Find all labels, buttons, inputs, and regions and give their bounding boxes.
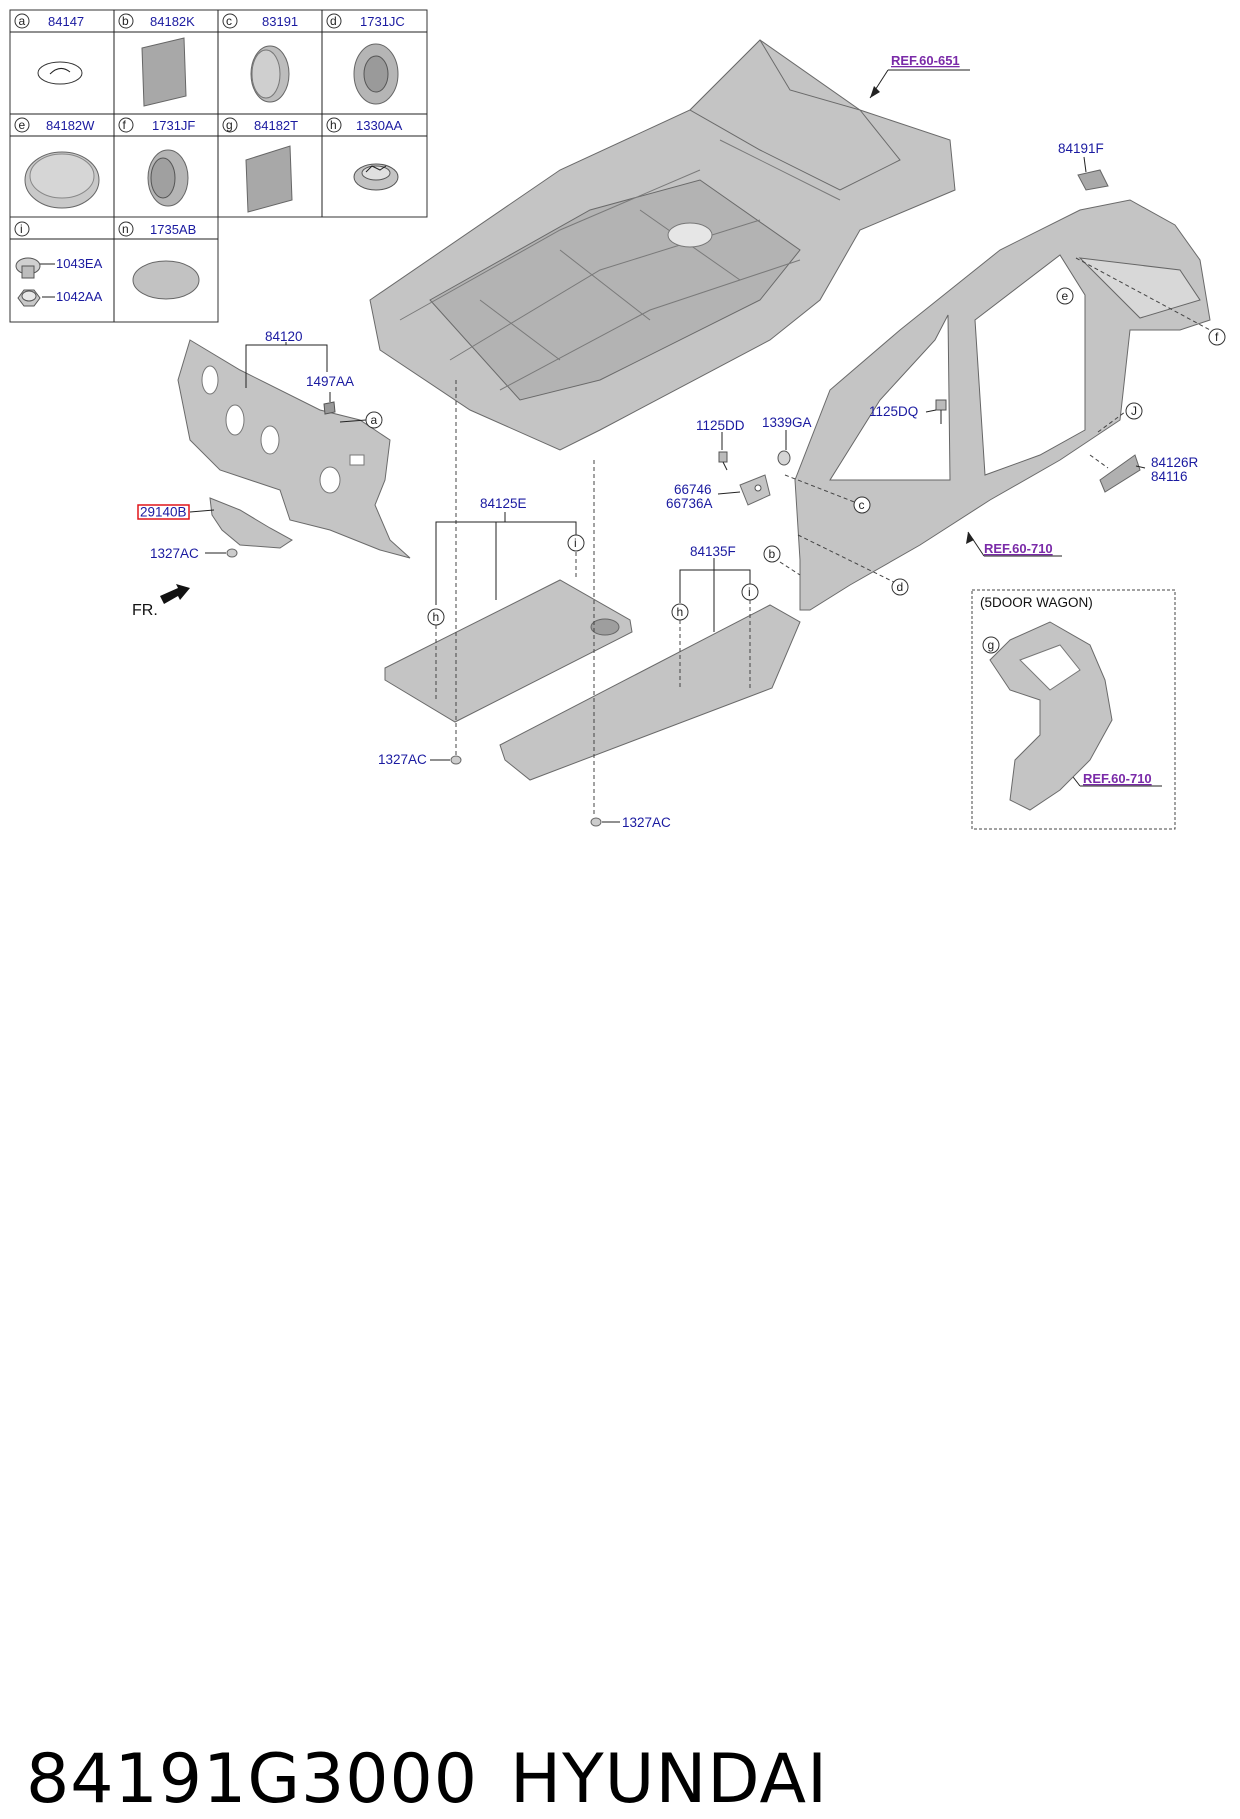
dash-insulator bbox=[177, 339, 411, 559]
legend-code: 84182W bbox=[46, 118, 95, 133]
brand-name: HYUNDAI bbox=[510, 1740, 829, 1819]
under-cover-84135f bbox=[499, 604, 801, 781]
label-84116: 84116 bbox=[1151, 469, 1188, 484]
label-1339ga: 1339GA bbox=[762, 415, 812, 430]
letter-callouts: a i h h i c b d e f J g bbox=[365, 287, 1226, 654]
callout-h: h bbox=[433, 610, 440, 624]
legend-letter: h bbox=[330, 118, 337, 132]
legend-cell-i: i 1043EA 1042AA bbox=[14, 221, 103, 307]
legend-cell-e: e 84182W bbox=[14, 117, 100, 209]
legend-code: 83191 bbox=[262, 14, 298, 29]
callout-g: g bbox=[988, 638, 995, 652]
highlight-box bbox=[137, 504, 190, 520]
legend-letter: b bbox=[122, 14, 129, 28]
callout-e: e bbox=[1062, 289, 1069, 303]
legend-code: 84147 bbox=[48, 14, 84, 29]
side-body-panel bbox=[794, 199, 1211, 611]
legend-letter: g bbox=[226, 118, 233, 132]
callout-c: c bbox=[859, 498, 865, 512]
clip-1327ac-a bbox=[226, 548, 238, 558]
label-1327ac-b: 1327AC bbox=[378, 752, 427, 767]
callout-j: J bbox=[1131, 404, 1137, 418]
legend-sub-code: 1043EA bbox=[56, 256, 103, 271]
legend-code: 1330AA bbox=[356, 118, 403, 133]
label-84135f: 84135F bbox=[690, 544, 736, 559]
callout-b: b bbox=[769, 547, 776, 561]
label-1327ac-c: 1327AC bbox=[622, 815, 671, 830]
ref-60-710-wagon: REF.60-710 bbox=[1083, 771, 1152, 786]
callout-i: i bbox=[748, 585, 751, 599]
label-29140b: 29140B bbox=[140, 505, 187, 520]
plug-1497aa bbox=[323, 401, 336, 415]
leader-lines bbox=[189, 69, 1162, 823]
label-84191f: 84191F bbox=[1058, 141, 1104, 156]
under-cover-84125e bbox=[384, 579, 633, 723]
callout-a: a bbox=[371, 413, 378, 427]
callout-f: f bbox=[1215, 330, 1219, 344]
bolt-1125dd bbox=[718, 451, 728, 471]
part-number: 84191G3000 bbox=[26, 1740, 479, 1819]
legend-cell-b: b 84182K bbox=[118, 13, 195, 107]
legend-cell-a: a 84147 bbox=[14, 13, 84, 85]
legend-cell-c: c 83191 bbox=[222, 13, 298, 103]
label-84125e: 84125E bbox=[480, 496, 527, 511]
ref-60-710: REF.60-710 bbox=[984, 541, 1053, 556]
legend-letter: c bbox=[226, 14, 232, 28]
part-labels: 84120 1497AA 29140B 1327AC FR. 84125E 13… bbox=[132, 53, 1199, 830]
clip-1327ac-b bbox=[450, 755, 462, 765]
callout-i: i bbox=[574, 536, 577, 550]
callout-d: d bbox=[897, 580, 904, 594]
legend-cell-f: f 1731JF bbox=[118, 117, 195, 207]
patch-84126r bbox=[1099, 454, 1141, 493]
legend-letter: d bbox=[330, 14, 337, 28]
undercover-29140b bbox=[209, 497, 293, 549]
legend-code: 1735AB bbox=[150, 222, 196, 237]
legend-cell-d: d 1731JC bbox=[326, 13, 405, 105]
legend-cell-h: h 1330AA bbox=[326, 117, 403, 191]
legend-code: 84182T bbox=[254, 118, 298, 133]
assembly-guides bbox=[435, 257, 1211, 816]
floor-pan-assembly bbox=[369, 39, 956, 451]
legend-sub-code: 1042AA bbox=[56, 289, 103, 304]
parts-diagram: a 84147 b 84182K c 83191 d 1731JC bbox=[9, 9, 1226, 830]
legend-letter: e bbox=[19, 118, 26, 132]
legend-code: 84182K bbox=[150, 14, 195, 29]
label-66736a: 66736A bbox=[666, 496, 713, 511]
legend-cell-n: n 1735AB bbox=[118, 221, 200, 300]
label-1497aa: 1497AA bbox=[306, 374, 354, 389]
legend-letter: a bbox=[19, 14, 26, 28]
title-bar: 84191G3000 HYUNDAI bbox=[0, 850, 1240, 1819]
label-84120: 84120 bbox=[265, 329, 303, 344]
front-arrow-icon bbox=[160, 584, 190, 604]
label-1327ac-a: 1327AC bbox=[150, 546, 199, 561]
wagon-inset: (5DOOR WAGON) bbox=[971, 589, 1176, 830]
legend-letter: f bbox=[123, 118, 127, 132]
bracket-66746 bbox=[739, 474, 771, 506]
wagon-label: (5DOOR WAGON) bbox=[980, 595, 1093, 610]
label-84126r: 84126R bbox=[1151, 455, 1199, 470]
label-1125dd: 1125DD bbox=[696, 418, 745, 433]
legend-cell-g: g 84182T bbox=[222, 117, 298, 213]
callout-h: h bbox=[677, 605, 684, 619]
label-1125dq: 1125DQ bbox=[869, 404, 918, 419]
clip-1327ac-c bbox=[590, 817, 602, 827]
label-66746: 66746 bbox=[674, 482, 712, 497]
legend-grid: a 84147 b 84182K c 83191 d 1731JC bbox=[9, 9, 428, 323]
legend-code: 1731JC bbox=[360, 14, 405, 29]
nut-1339ga bbox=[777, 450, 791, 466]
legend-letter: i bbox=[20, 222, 23, 236]
ref-60-651: REF.60-651 bbox=[891, 53, 960, 68]
bolt-1125dq bbox=[935, 399, 947, 424]
legend-code: 1731JF bbox=[152, 118, 195, 133]
patch-84191f bbox=[1077, 169, 1109, 191]
legend-letter: n bbox=[122, 222, 129, 236]
front-label: FR. bbox=[132, 602, 158, 619]
